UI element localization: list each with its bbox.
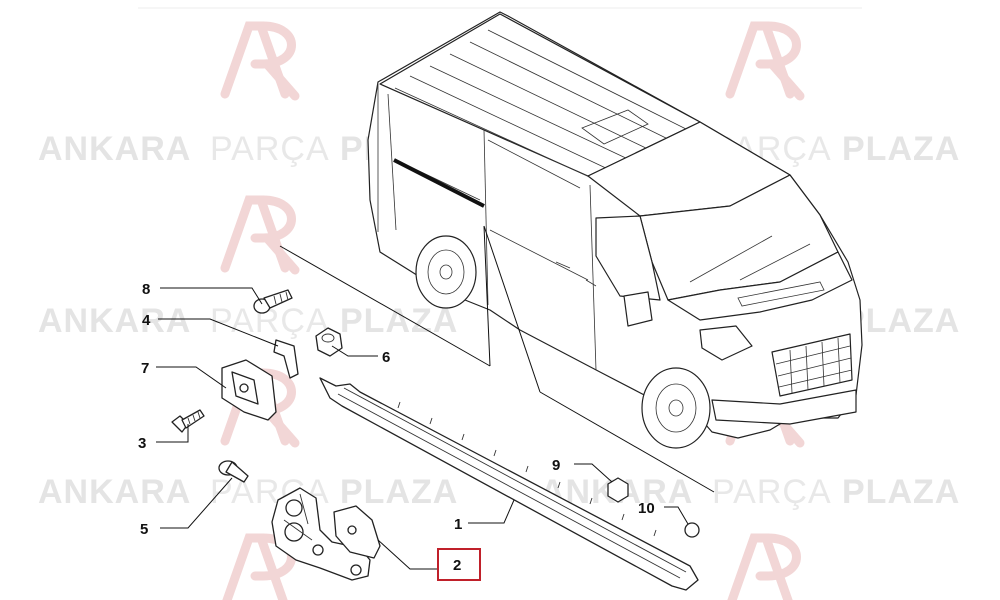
callout-labels: 8 4 7 3 5 6 1 9 10 2 (138, 281, 655, 581)
watermark-word: PARÇA (210, 130, 330, 168)
callout-6: 6 (382, 349, 390, 366)
watermark-word: PARÇA (712, 473, 832, 511)
callout-3: 3 (138, 435, 146, 452)
callout-5: 5 (140, 521, 148, 538)
van-side-stripe (393, 158, 485, 208)
callout-leaders (156, 287, 689, 570)
watermark-word: ANKARA (38, 473, 191, 511)
van-bumper (711, 389, 857, 425)
callout-9: 9 (552, 457, 560, 474)
van-door-window (595, 215, 661, 301)
van-roof-ribs (394, 29, 689, 181)
callout-2-highlight-box[interactable] (437, 548, 481, 581)
van-vent-grille (737, 281, 825, 307)
part-8-screw (253, 289, 293, 314)
callout-1: 1 (454, 516, 462, 533)
part-9-nut (607, 477, 629, 503)
van-front-wheel (641, 367, 711, 449)
van-side-panels (377, 84, 597, 371)
van-mirror (623, 291, 653, 327)
part-6-nut (315, 327, 343, 357)
watermark-row: ANKARA PARÇA PLAZA ANKARA PARÇA PLAZA (38, 473, 960, 511)
callout-7: 7 (141, 360, 149, 377)
part-5-bolt (218, 460, 249, 483)
part-4-clip (273, 339, 299, 379)
callout-4: 4 (142, 312, 151, 329)
van-headlight (699, 325, 753, 361)
watermark-word: PLAZA (842, 473, 960, 511)
van-door-handle (555, 261, 597, 287)
callout-10: 10 (638, 500, 655, 517)
van-grille (771, 333, 853, 397)
part-2-bracket (271, 487, 381, 581)
watermark-word: PLAZA (842, 130, 960, 168)
van-hood (667, 251, 853, 321)
watermark-word: PLAZA (340, 473, 458, 511)
van-illustration (367, 11, 863, 449)
part-10-washer (684, 522, 700, 538)
watermark-word: ANKARA (38, 302, 191, 340)
watermark-word: PLAZA (340, 302, 458, 340)
callout-8: 8 (142, 281, 150, 298)
watermark-logo (725, 21, 805, 101)
van-rear-wheel (415, 235, 477, 309)
watermark-logo (220, 195, 300, 275)
van-grille-slats (775, 337, 853, 394)
watermark-word: ANKARA (38, 130, 191, 168)
watermark-logo (220, 21, 300, 101)
van-leader-lines (279, 225, 715, 493)
callout-2[interactable]: 2 (453, 557, 461, 574)
van-roof-vent (581, 109, 649, 145)
part-1-side-step (319, 377, 699, 591)
van-wipers (689, 235, 811, 283)
part-7-plate (221, 359, 277, 421)
watermark-logo (727, 533, 801, 600)
